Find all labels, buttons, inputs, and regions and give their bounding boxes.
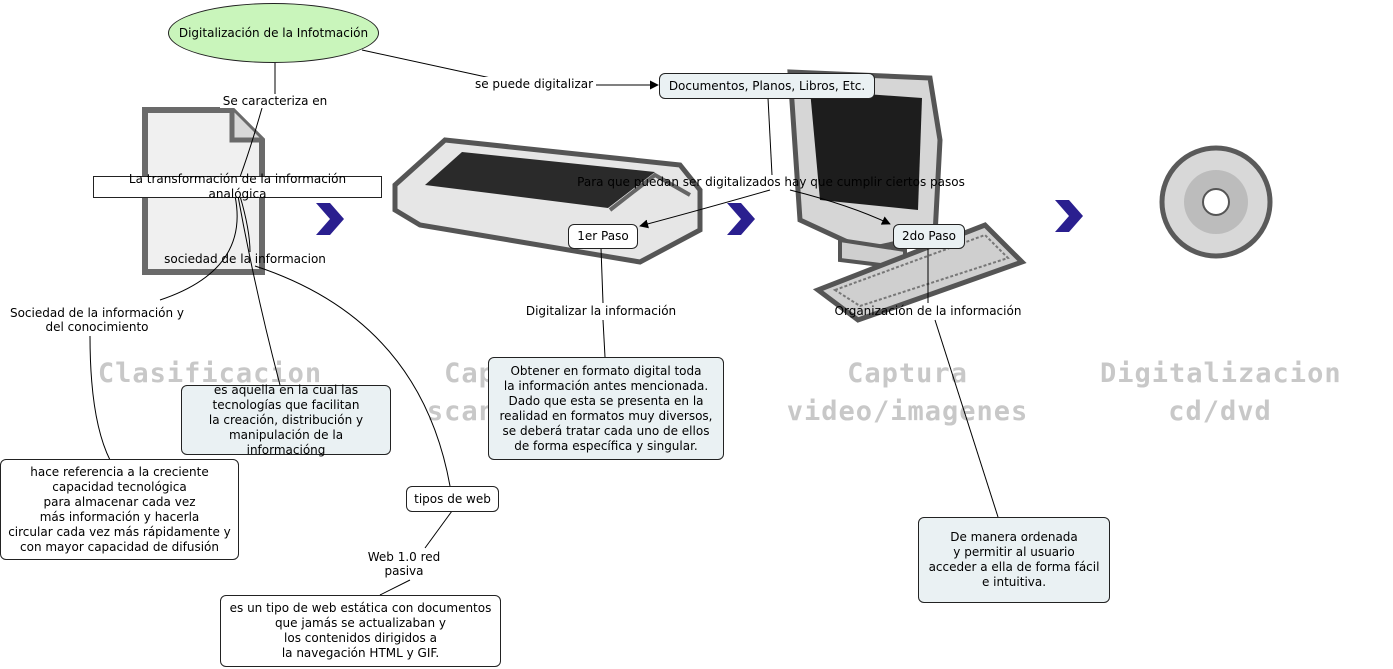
caption-captura-video: Captura video/imagenes: [786, 358, 1029, 427]
chevron-right-icon: [727, 203, 755, 235]
disc-icon: [1159, 145, 1273, 259]
node-transformacion[interactable]: La transformación de la información anal…: [93, 172, 382, 201]
link-se-puede-digitalizar: se puede digitalizar: [472, 77, 596, 91]
link-web10: Web 1.0 red pasiva: [361, 550, 447, 578]
node-paso2[interactable]: 2do Paso: [893, 224, 965, 249]
link-digitalizar: Digitalizar la información: [522, 304, 680, 318]
node-manera-ordenada[interactable]: De manera ordenada y permitir al usuario…: [918, 517, 1110, 603]
node-tipos-web[interactable]: tipos de web: [406, 486, 499, 512]
link-se-caracteriza: Se caracteriza en: [220, 94, 330, 108]
node-obtener[interactable]: Obtener en formato digital toda la infor…: [488, 357, 724, 460]
link-organizacion: Organización de la información: [834, 304, 1022, 318]
node-hace-referencia[interactable]: hace referencia a la creciente capacidad…: [0, 459, 239, 560]
link-para-que: Para que puedan ser digitalizados hay qu…: [577, 175, 965, 189]
caption-digitalizacion-cd: Digitalizacion cd/dvd: [1100, 358, 1342, 427]
node-es-aquella[interactable]: es aquella en la cual las tecnologías qu…: [181, 383, 391, 457]
root-node[interactable]: Digitalización de la Infotmación: [168, 3, 379, 63]
chevron-right-icon: [316, 203, 344, 235]
caption-clasificacion: Clasificacion: [97, 358, 323, 389]
node-paso1[interactable]: 1er Paso: [568, 224, 638, 249]
chevron-right-icon: [1055, 200, 1083, 232]
link-sociedad-informacion: sociedad de la informacion: [164, 252, 326, 266]
node-web-estatica[interactable]: es un tipo de web estática con documento…: [220, 595, 501, 667]
node-documentos[interactable]: Documentos, Planos, Libros, Etc.: [659, 73, 875, 99]
computer-icon: [787, 69, 943, 271]
node-sociedad-conocimiento[interactable]: Sociedad de la información y del conocim…: [9, 306, 185, 334]
